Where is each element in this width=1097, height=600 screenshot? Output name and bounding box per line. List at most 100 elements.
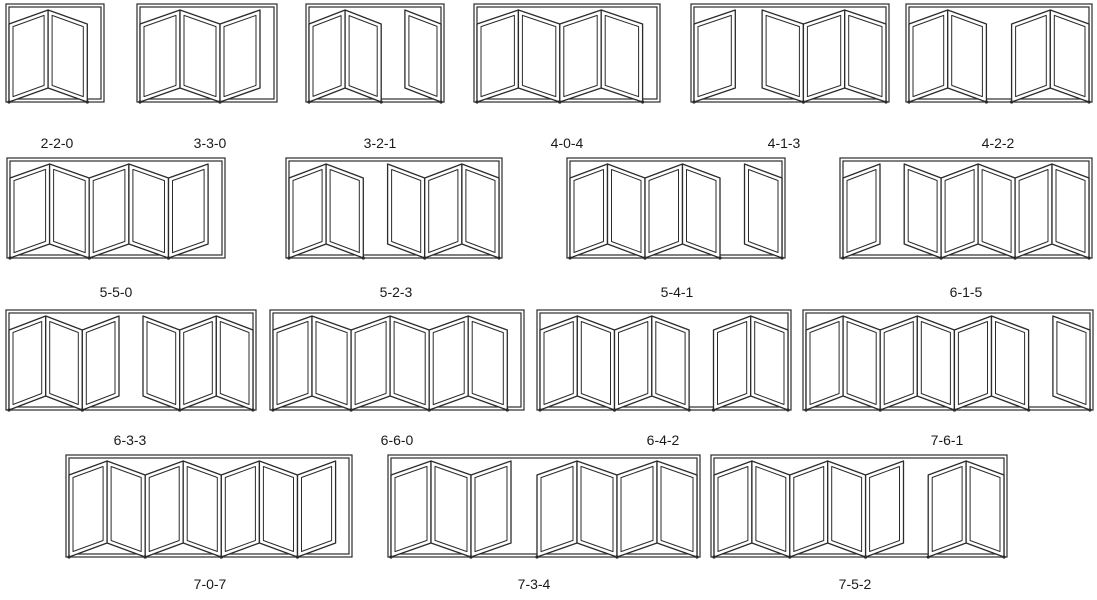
door-leaf-glass bbox=[92, 168, 126, 254]
hinge-point bbox=[379, 100, 383, 104]
hinge-point bbox=[864, 555, 868, 559]
door-leaf-glass bbox=[831, 466, 863, 552]
door-leaf-glass bbox=[1053, 14, 1086, 98]
hinge-point bbox=[469, 555, 473, 559]
door-leaf-glass bbox=[480, 14, 515, 98]
door-frame bbox=[905, 3, 1093, 103]
hinge-point bbox=[178, 408, 182, 412]
door-leaf bbox=[613, 315, 653, 411]
door-leaf-glass bbox=[765, 14, 800, 98]
door-leaf bbox=[311, 315, 352, 411]
door-leaf bbox=[681, 163, 721, 259]
door-leaf-glass bbox=[219, 321, 250, 405]
hinge-point bbox=[788, 555, 792, 559]
door-leaf bbox=[576, 460, 618, 558]
door-leaf-glass bbox=[907, 169, 938, 253]
door-leaf-glass bbox=[354, 320, 387, 406]
config-label-5-2-3: 5-2-3 bbox=[380, 284, 413, 300]
door-leaf-glass bbox=[393, 320, 426, 406]
door-leaf-glass bbox=[846, 321, 877, 405]
door-frame bbox=[473, 3, 661, 103]
door-leaf-glass bbox=[648, 169, 679, 253]
door-leaf bbox=[182, 460, 222, 558]
hinge-point bbox=[535, 555, 539, 559]
hinge-point bbox=[907, 100, 911, 104]
door-frame bbox=[710, 454, 1008, 558]
door-leaf bbox=[539, 315, 578, 411]
door-leaf-glass bbox=[912, 14, 945, 98]
door-leaf bbox=[1052, 315, 1091, 411]
door-frame bbox=[136, 3, 278, 103]
config-label-6-6-0: 6-6-0 bbox=[381, 432, 414, 448]
door-leaf bbox=[1049, 9, 1090, 103]
door-leaf bbox=[272, 315, 313, 411]
door-leaf bbox=[953, 315, 993, 411]
door-leaf-glass bbox=[580, 465, 614, 553]
configuration-cell bbox=[473, 3, 661, 104]
door-leaf bbox=[258, 460, 299, 558]
hinge-point bbox=[295, 555, 300, 559]
door-leaf bbox=[713, 460, 753, 558]
door-leaf bbox=[569, 163, 609, 259]
configuration-cell bbox=[566, 157, 786, 260]
configuration-cell bbox=[802, 309, 1094, 412]
config-label-7-5-2: 7-5-2 bbox=[839, 576, 872, 592]
door-leaf bbox=[219, 9, 261, 103]
door-leaf-glass bbox=[146, 321, 177, 405]
door-leaf-glass bbox=[660, 465, 694, 553]
door-leaf bbox=[215, 315, 254, 411]
configuration-cell bbox=[387, 454, 701, 559]
configuration-cell bbox=[269, 309, 525, 412]
door-leaf-glass bbox=[408, 15, 438, 97]
door-leaf-glass bbox=[754, 321, 785, 405]
door-leaf bbox=[167, 163, 209, 259]
door-leaf bbox=[179, 315, 217, 411]
door-leaf-glass bbox=[883, 321, 914, 405]
hinge-point bbox=[718, 256, 722, 260]
door-leaf-glass bbox=[686, 169, 717, 253]
hinge-point bbox=[692, 100, 696, 104]
door-leaf-glass bbox=[183, 321, 213, 405]
door-leaf-glass bbox=[72, 466, 104, 552]
door-leaf-glass bbox=[755, 466, 787, 552]
door-leaf bbox=[45, 315, 83, 411]
hinge-point bbox=[538, 408, 542, 412]
door-leaf-glass bbox=[428, 169, 459, 253]
door-leaf bbox=[470, 460, 512, 558]
door-leaf bbox=[106, 460, 146, 558]
hinge-point bbox=[1002, 555, 1006, 559]
door-leaf-glass bbox=[618, 321, 649, 405]
door-frame bbox=[6, 157, 226, 259]
door-leaf bbox=[947, 9, 988, 103]
door-leaf bbox=[8, 9, 49, 103]
door-leaf bbox=[325, 163, 364, 259]
door-leaf-glass bbox=[969, 466, 1001, 552]
hinge-point bbox=[7, 408, 11, 412]
door-leaf-glass bbox=[846, 169, 877, 253]
hinge-point bbox=[568, 256, 572, 260]
door-leaf bbox=[9, 163, 51, 259]
door-leaf-glass bbox=[521, 14, 557, 98]
door-leaf bbox=[428, 315, 469, 411]
door-leaf bbox=[344, 9, 382, 103]
door-leaf-glass bbox=[12, 321, 43, 405]
door-leaf-glass bbox=[224, 466, 256, 552]
door-leaf-glass bbox=[172, 168, 205, 254]
door-leaf bbox=[389, 315, 430, 411]
door-leaf-glass bbox=[806, 14, 842, 98]
configuration-cell bbox=[5, 3, 105, 104]
door-leaf-glass bbox=[580, 321, 611, 405]
hinge-point bbox=[615, 555, 619, 559]
door-leaf bbox=[288, 163, 327, 259]
hinge-point bbox=[1087, 256, 1091, 260]
door-leaf bbox=[656, 460, 698, 558]
door-leaf-glass bbox=[434, 465, 468, 553]
door-leaf bbox=[908, 9, 949, 103]
configuration-cell bbox=[285, 157, 503, 260]
door-leaf bbox=[977, 163, 1016, 259]
door-frame bbox=[5, 309, 257, 411]
door-leaf bbox=[386, 163, 426, 259]
door-leaf-glass bbox=[471, 320, 504, 406]
hinge-point bbox=[641, 100, 645, 104]
door-frame bbox=[536, 309, 792, 411]
